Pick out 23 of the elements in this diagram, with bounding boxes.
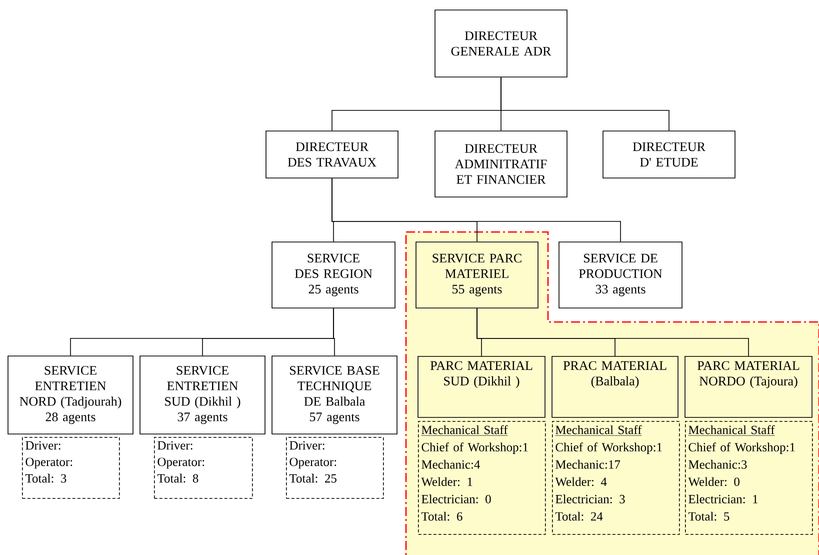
connector-line [333,308,335,356]
org-box: SERVICE DE PRODUCTION 33 agents [558,242,682,308]
staff-box: Mechanical Staff Chief of Workshop:1 Mechanic:17 Welder: 4 Electrician: 3 Total: 24 [552,421,680,535]
staff-box: Driver: Operator: Total: 8 [154,437,253,499]
staff-box: Mechanical Staff Chief of Workshop:1 Mechanic:3 Welder: 0 Electrician: 1 Total: 5 [685,421,813,535]
org-box: DIRECTEUR D' ETUDE [602,130,736,178]
staff-box: Driver: Operator: Total: 3 [22,437,120,499]
org-box: SERVICE BASE TECHNIQUE DE Balbala 57 agents [272,356,398,434]
org-box: DIRECTEUR GENERALE ADR [434,10,568,78]
connector-line [476,308,749,356]
org-box: PARC MATERIAL SUD (Dikhil ) [418,356,546,418]
staff-box: Driver: Operator: Total: 25 [286,437,384,499]
org-box: SERVICE ENTRETIEN SUD (Dikhil ) 37 agents [140,356,266,434]
org-box: DIRECTEUR DES TRAVAUX [266,130,398,178]
connector-line [332,178,621,242]
org-box: SERVICE ENTRETIEN NORD (Tadjourah) 28 agents [8,356,134,434]
org-box: DIRECTEUR ADMINITRATIF ET FINANCIER [434,130,568,198]
staff-box: Mechanical Staff Chief of Workshop:1 Mechanic:4 Welder: 1 Electrician: 0 Total: 6 [418,421,546,535]
org-box: PARC MATERIAL NORDO (Tajoura) [684,356,812,418]
connector-line [500,77,670,131]
org-box: PRAC MATERIAL (Balbala) [552,356,678,418]
org-box: SERVICE DES REGION 25 agents [272,242,396,308]
org-box: SERVICE PARC MATERIEL 55 agents [416,242,538,308]
